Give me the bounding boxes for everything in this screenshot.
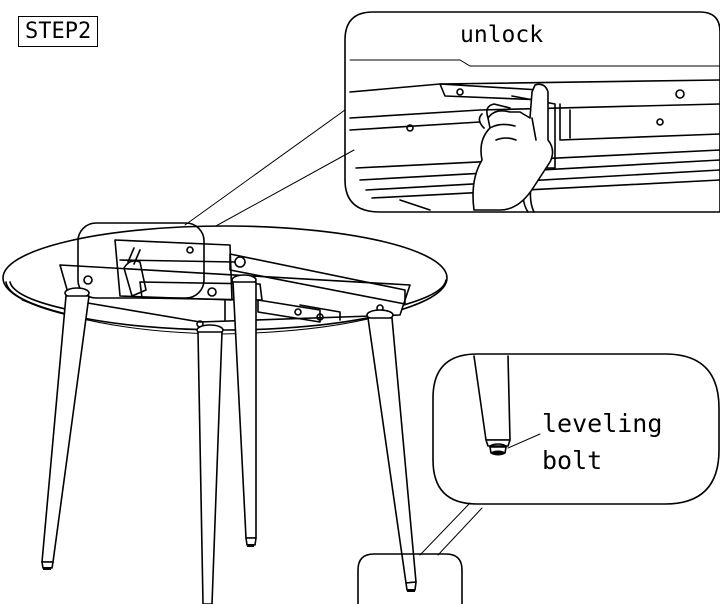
leveling-label: leveling (542, 409, 663, 438)
leg-front-left (41, 287, 90, 570)
leg-front-right (366, 309, 417, 592)
unlock-label: unlock (460, 22, 544, 48)
table-legs (41, 274, 417, 604)
leveling-callout-connector (419, 502, 483, 556)
bolt-label: bolt (542, 446, 603, 475)
leveling-detail-marker (357, 553, 463, 604)
leg-front-center (196, 324, 224, 604)
unlock-callout-connector (184, 109, 355, 233)
step-label: STEP2 (18, 16, 99, 47)
unlock-detail-marker (77, 222, 205, 299)
unlock-callout (344, 11, 720, 213)
leveling-callout (432, 353, 720, 505)
leg-back-middle (231, 274, 257, 547)
